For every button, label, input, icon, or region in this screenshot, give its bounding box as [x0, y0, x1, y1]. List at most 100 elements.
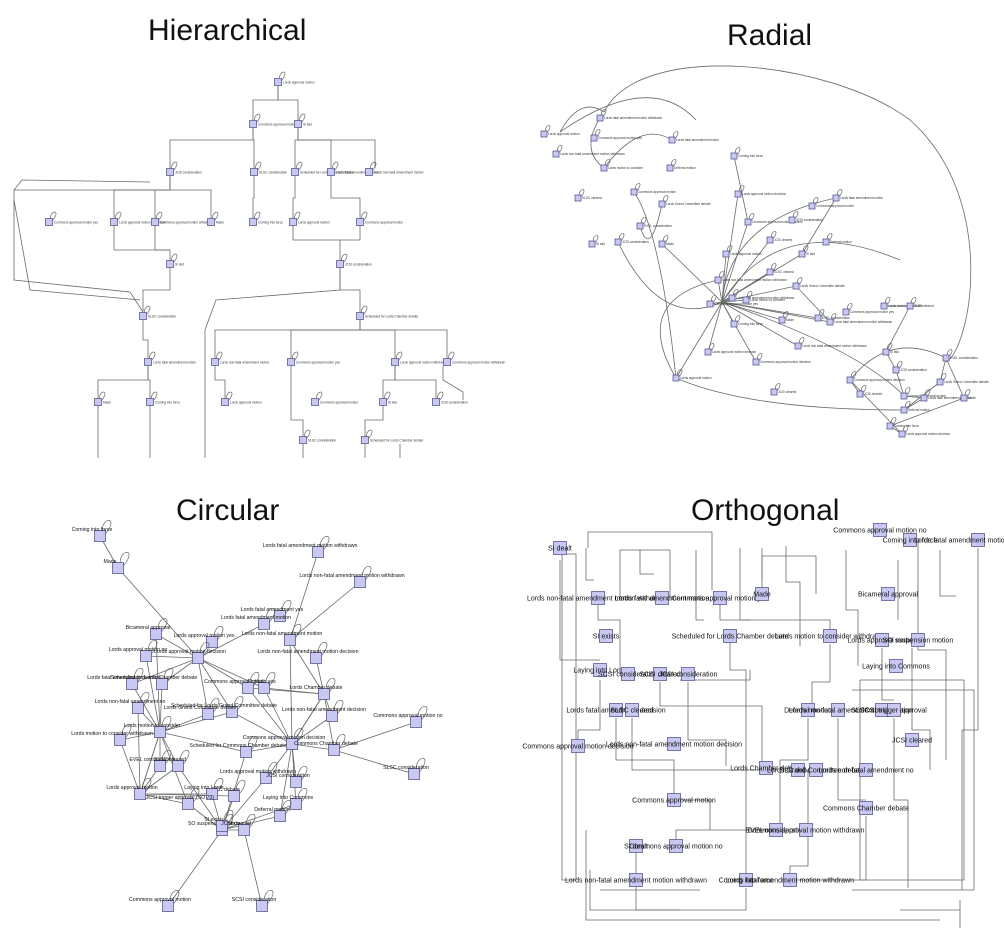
node-label: Lords fatal amendment decision: [566, 708, 665, 715]
node-label: Lords fatal amendment motion: [221, 615, 291, 621]
self-loop: [774, 383, 781, 392]
graph-edge: [917, 540, 947, 760]
graph-node: [766, 268, 774, 276]
graph-edge: [243, 829, 263, 907]
self-loop: [836, 189, 843, 198]
graph-edge: [707, 301, 723, 353]
self-loop: [281, 600, 292, 615]
self-loop: [212, 211, 219, 221]
graph-edge: [687, 682, 727, 766]
self-loop: [802, 245, 809, 254]
graph-node: [889, 659, 903, 673]
node-label: Lords motion to consider: [124, 723, 181, 729]
self-loop: [910, 297, 917, 306]
graph-node: [574, 194, 582, 202]
self-loop: [732, 289, 739, 298]
graph-node: [290, 776, 302, 788]
graph-node: [182, 798, 194, 810]
node-label: Lords non-fatal amendment motion: [220, 360, 270, 364]
node-label: SI laid: [806, 252, 815, 256]
self-loop: [161, 716, 172, 731]
node-label: EVEL consideration: [129, 757, 174, 763]
graph-node: [207, 218, 215, 226]
graph-node: [799, 823, 813, 837]
graph-edge: [561, 553, 577, 881]
node-label: Lords approval motion decision: [906, 432, 950, 436]
node-label: Lords fatal amendment motion: [676, 138, 719, 142]
graph-edge: [137, 707, 141, 795]
graph-edge: [142, 268, 171, 312]
node-label: Lords motion to consider withdrawn: [71, 731, 153, 737]
graph-edge: [674, 799, 711, 830]
graph-node: [286, 738, 298, 750]
graph-node: [971, 533, 985, 547]
graph-node: [151, 218, 159, 226]
self-loop: [245, 814, 256, 829]
self-loop: [297, 788, 308, 803]
graph-node: [798, 250, 806, 258]
node-label: JCSI consideration: [441, 400, 468, 404]
node-label: JCSI consideration: [900, 368, 927, 372]
node-label: Commons approval motion yes: [54, 220, 98, 224]
graph-node: [808, 202, 816, 210]
node-label: Lords non-fatal amendment motion withdra…: [802, 344, 867, 348]
graph-edge: [721, 301, 783, 321]
self-loop: [662, 195, 669, 204]
node-label: Lords non-fatal amendment motion decisio…: [258, 649, 359, 655]
node-label: JCSI consideration: [345, 262, 372, 266]
graph-node: [873, 523, 887, 537]
graph-node: [146, 398, 154, 406]
self-loop: [297, 766, 308, 781]
graph-node: [166, 260, 174, 268]
graph-edge: [719, 598, 831, 636]
self-loop: [592, 235, 599, 244]
self-loop: [147, 640, 158, 655]
graph-edge: [177, 765, 223, 831]
graph-node: [139, 312, 147, 320]
graph-node: [290, 798, 302, 810]
graph-node: [94, 530, 106, 542]
node-label: Lords non-fatal amendment motion withdra…: [722, 278, 787, 282]
self-loop: [316, 391, 323, 401]
node-label: Commons approval motion yes: [850, 310, 894, 314]
graph-node: [636, 222, 644, 230]
graph-edge: [315, 657, 325, 695]
node-label: Made: [786, 318, 794, 322]
graph-node: [903, 533, 917, 547]
graph-node: [328, 744, 340, 756]
self-loop: [710, 295, 717, 304]
node-label: Lords fatal amendment motion withdrawn: [726, 878, 854, 885]
self-loop: [50, 211, 57, 221]
graph-node: [249, 218, 257, 226]
self-loop: [304, 429, 311, 439]
graph-node: [801, 703, 815, 717]
node-label: Scheduled for Lords Chamber debate: [370, 438, 423, 442]
graph-node: [629, 839, 643, 853]
graph-edge: [197, 657, 233, 713]
graph-node: [723, 629, 737, 643]
node-label: SI laid: [388, 400, 397, 404]
node-label: Lords Grand Committee debate: [164, 705, 237, 711]
graph-node: [911, 633, 925, 647]
self-loop: [233, 696, 244, 711]
self-loop: [149, 351, 156, 361]
graph-edge: [603, 65, 972, 363]
node-label: Lords fatal amendment motion withdrawn: [263, 543, 358, 549]
graph-node: [906, 302, 914, 310]
graph-edge: [13, 179, 151, 191]
self-loop: [294, 211, 301, 221]
node-label: Lords approval motion decision: [154, 649, 226, 655]
graph-node: [859, 801, 873, 815]
graph-node: [621, 667, 635, 681]
node-label: Deferral motion: [784, 708, 832, 715]
graph-node: [792, 282, 800, 290]
graph-edge: [559, 106, 605, 133]
self-loop: [133, 668, 144, 683]
graph-node: [669, 839, 683, 853]
graph-node: [766, 236, 774, 244]
graph-edge: [597, 598, 621, 674]
graph-edge: [619, 549, 671, 598]
